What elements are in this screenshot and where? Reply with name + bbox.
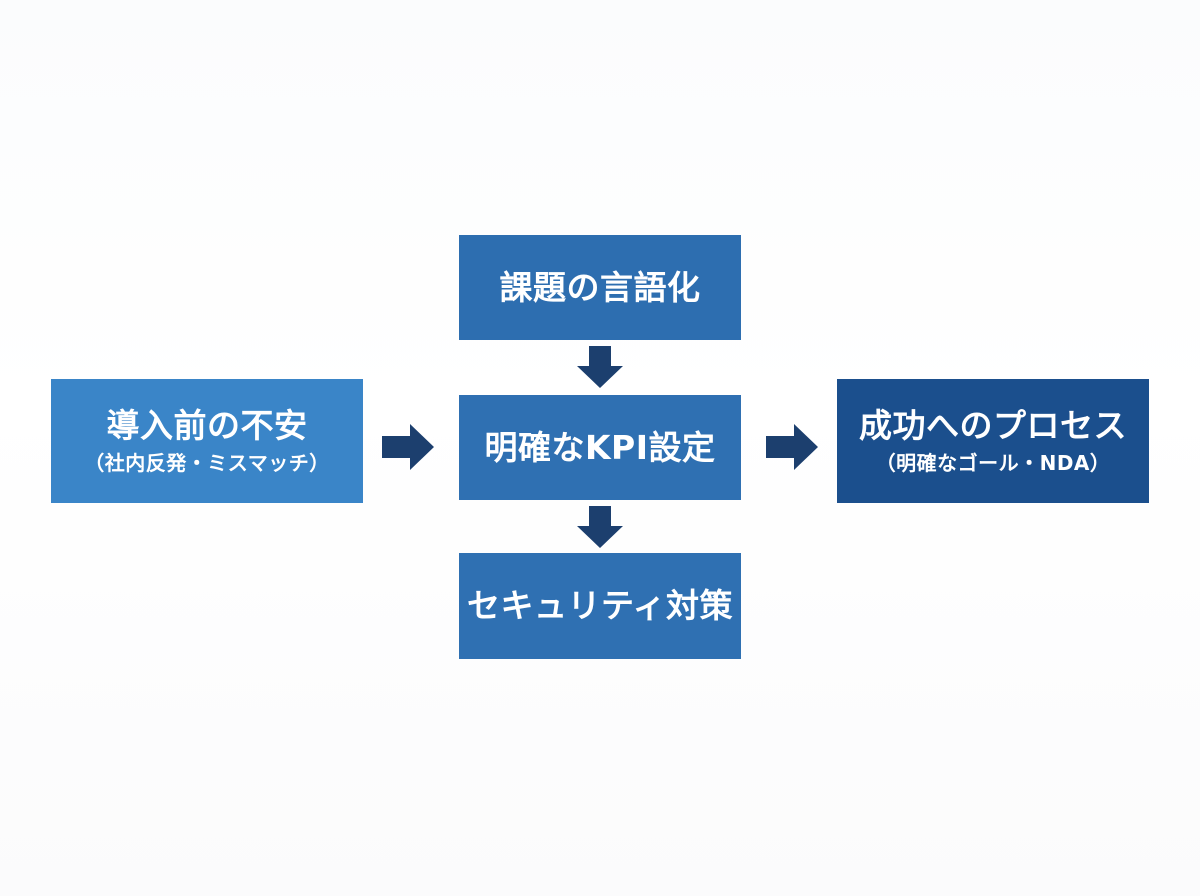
node-label: セキュリティ対策	[466, 586, 734, 626]
arrow-right-icon	[766, 424, 818, 470]
node-verbalize-issues: 課題の言語化	[459, 235, 741, 340]
node-security-measures: セキュリティ対策	[459, 553, 741, 659]
node-sublabel: （明確なゴール・NDA）	[875, 450, 1111, 475]
node-pre-introduction-anxiety: 導入前の不安 （社内反発・ミスマッチ）	[51, 379, 363, 503]
node-label: 導入前の不安	[106, 406, 308, 446]
node-label: 成功へのプロセス	[859, 406, 1127, 446]
node-success-process: 成功へのプロセス （明確なゴール・NDA）	[837, 379, 1149, 503]
node-label: 明確なKPI設定	[484, 427, 716, 467]
node-sublabel: （社内反発・ミスマッチ）	[84, 450, 330, 475]
arrow-down-icon	[577, 346, 623, 388]
arrow-right-icon	[382, 424, 434, 470]
node-clear-kpi-setting: 明確なKPI設定	[459, 395, 741, 500]
arrow-down-icon	[577, 506, 623, 548]
node-label: 課題の言語化	[499, 267, 701, 307]
